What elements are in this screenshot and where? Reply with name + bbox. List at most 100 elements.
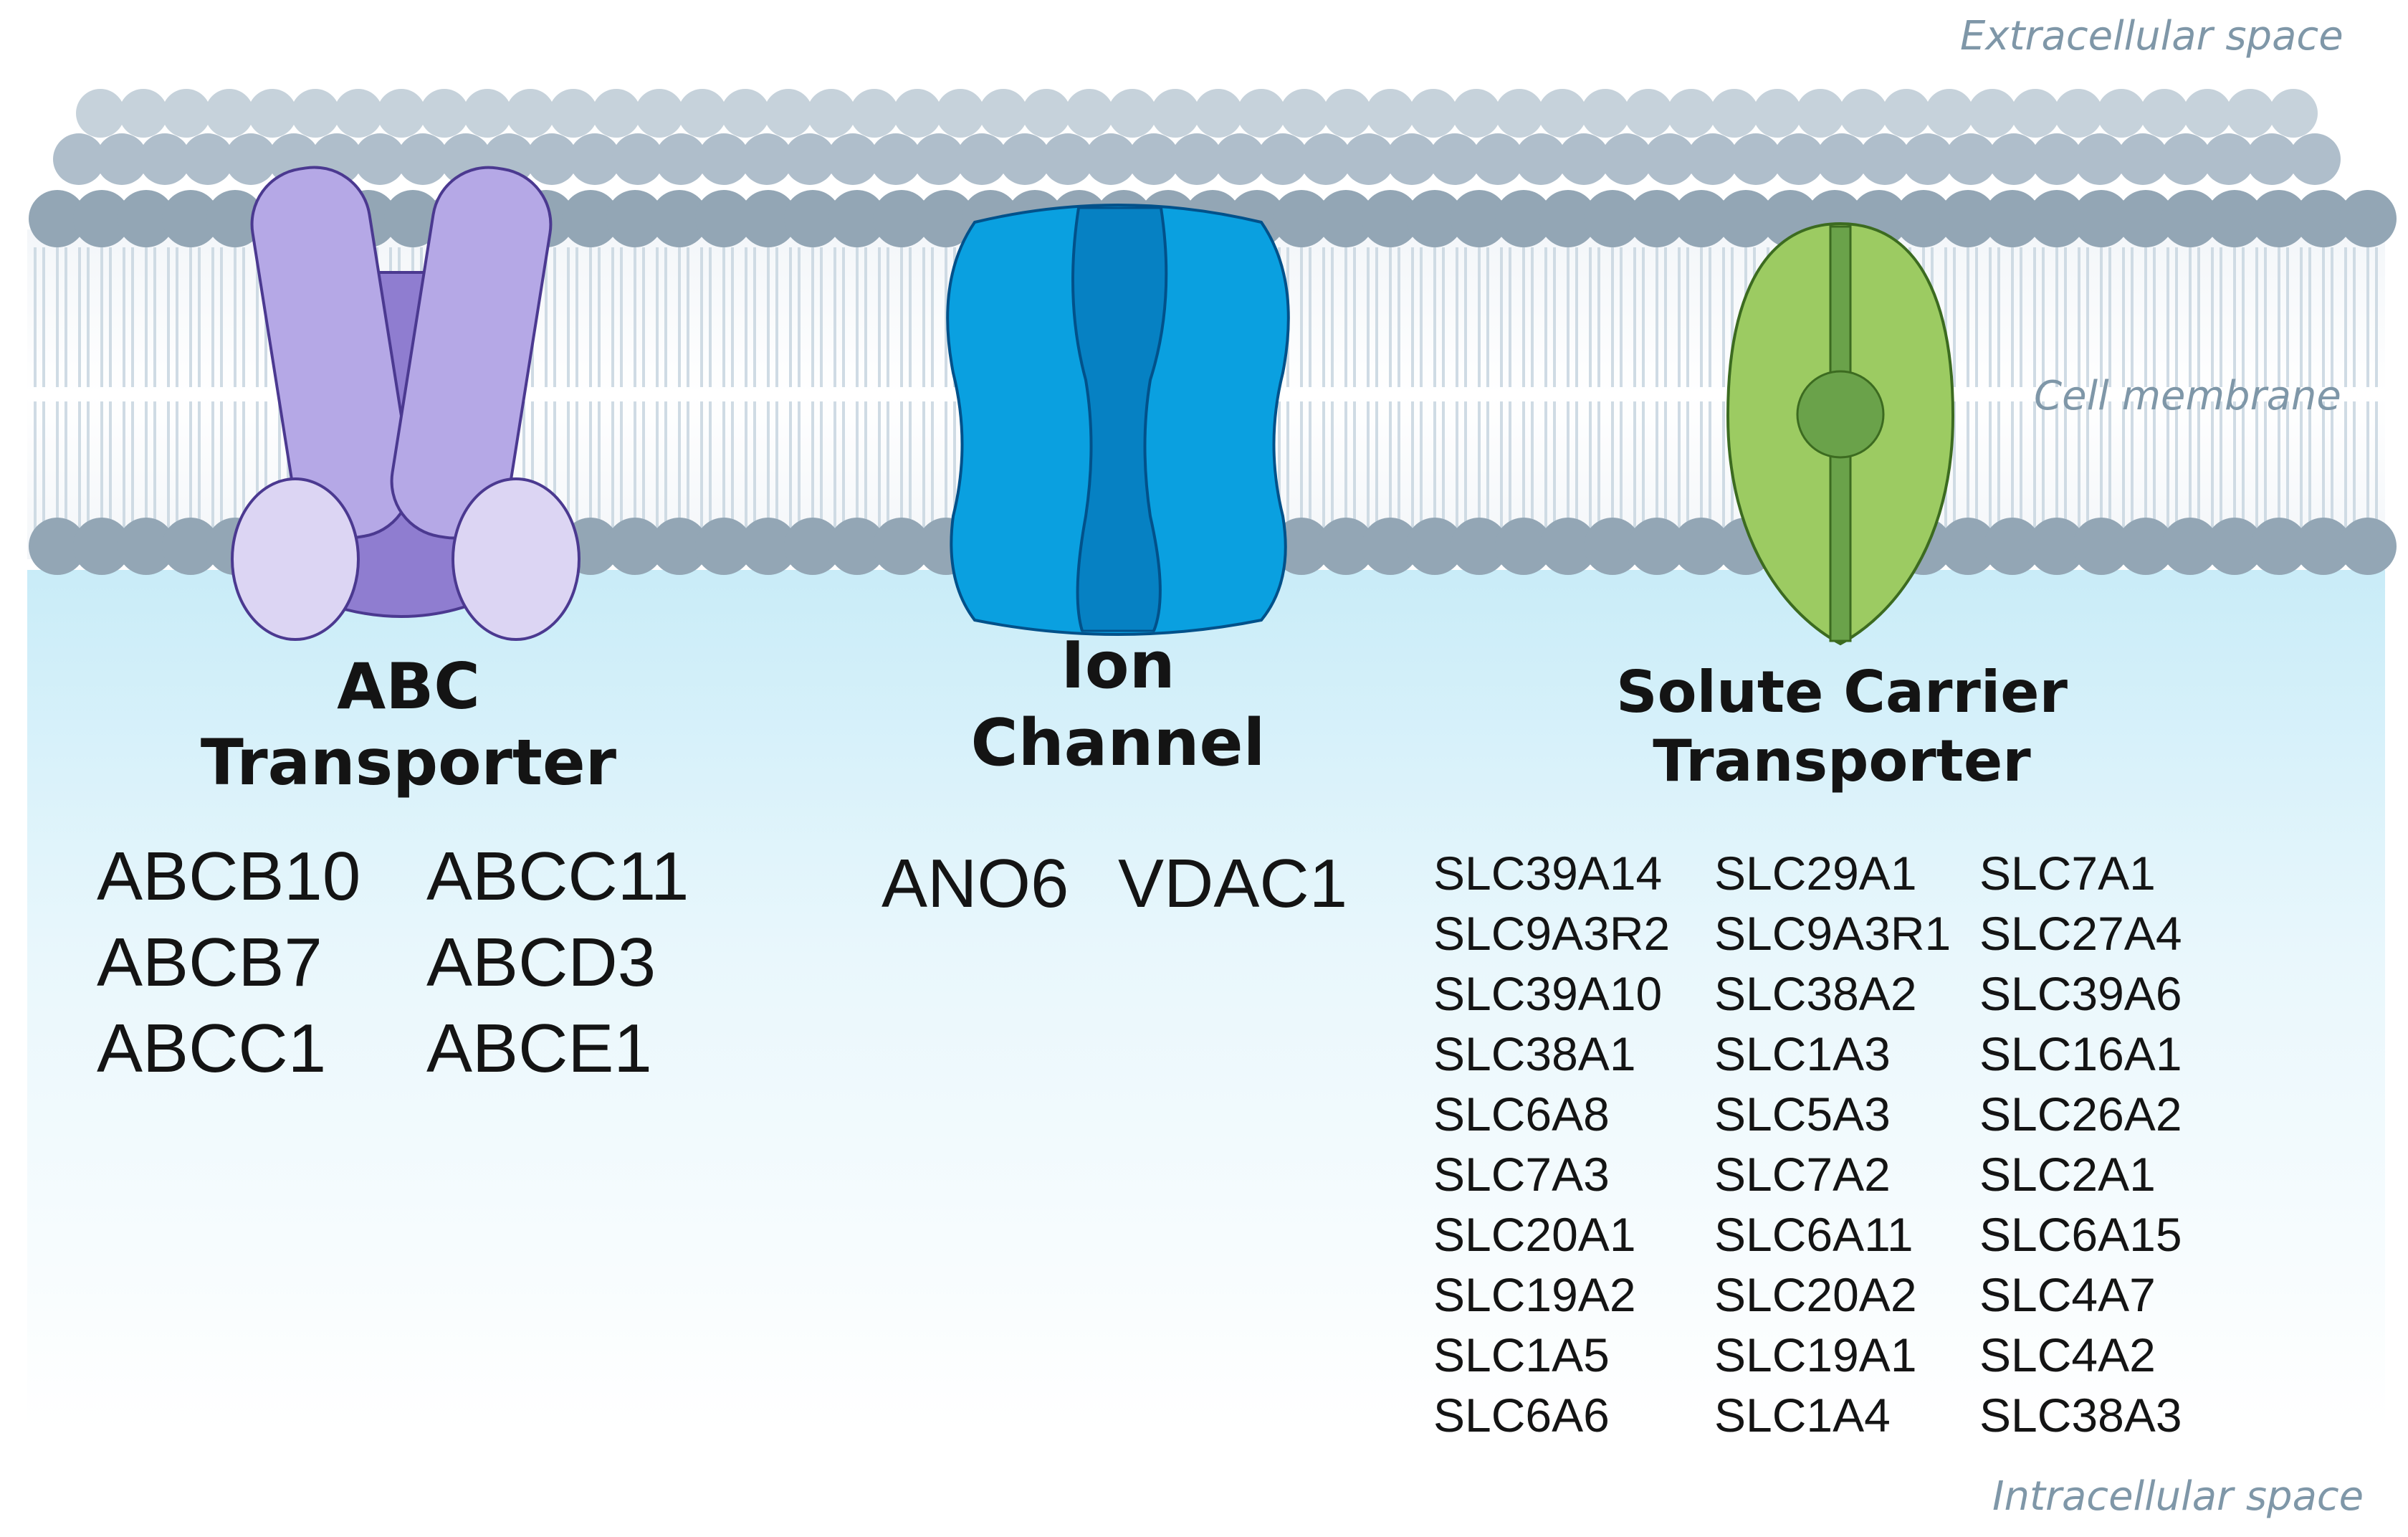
lipid-tail bbox=[922, 247, 934, 387]
slc-gene: SLC20A2 bbox=[1714, 1268, 1917, 1321]
lipid-tail bbox=[2233, 401, 2245, 534]
slc-gene: SLC38A3 bbox=[1979, 1389, 2182, 1442]
lipid-head bbox=[695, 190, 752, 247]
lipid-head bbox=[1409, 89, 1458, 138]
lipid-head bbox=[73, 190, 130, 247]
lipid-head bbox=[2250, 190, 2308, 247]
lipid-tail bbox=[56, 247, 67, 387]
lipid-head bbox=[1984, 518, 2041, 575]
lipid-head bbox=[784, 518, 841, 575]
lipid-tail bbox=[2211, 401, 2222, 534]
lipid-tail bbox=[678, 247, 689, 387]
lipid-head bbox=[506, 89, 555, 138]
lipid-tail bbox=[833, 247, 845, 387]
lipid-head bbox=[377, 89, 426, 138]
lipid-tail bbox=[856, 247, 867, 387]
lipid-tail bbox=[1989, 247, 2000, 387]
slc-gene: SLC29A1 bbox=[1714, 847, 1917, 900]
ion-title-line2: Channel bbox=[970, 705, 1266, 781]
lipid-tail bbox=[1678, 401, 1689, 534]
lipid-head bbox=[2339, 518, 2397, 575]
lipid-head bbox=[784, 190, 841, 247]
lipid-tail bbox=[211, 247, 223, 387]
lipid-tail bbox=[1656, 401, 1667, 534]
lipid-tail bbox=[123, 401, 134, 534]
slc-gene: SLC4A2 bbox=[1979, 1328, 2156, 1381]
slc-binding-site bbox=[1796, 370, 1885, 459]
lipid-tail bbox=[1567, 401, 1578, 534]
lipid-head bbox=[807, 89, 856, 138]
lipid-head bbox=[1628, 518, 1686, 575]
slc-gene: SLC38A2 bbox=[1714, 967, 1917, 1020]
lipid-tail bbox=[1478, 247, 1489, 387]
lipid-head bbox=[936, 89, 985, 138]
lipid-head bbox=[1667, 89, 1716, 138]
lipid-head bbox=[1925, 89, 1974, 138]
lipid-head bbox=[2011, 89, 2060, 138]
slc-gene: SLC39A10 bbox=[1433, 967, 1663, 1020]
lipid-head bbox=[1753, 89, 1802, 138]
lipid-head bbox=[463, 89, 512, 138]
lipid-head bbox=[248, 89, 297, 138]
slc-gene: SLC5A3 bbox=[1714, 1088, 1891, 1141]
lipid-tail bbox=[211, 401, 223, 534]
lipid-head bbox=[1151, 89, 1200, 138]
ion-title: Ion Channel bbox=[896, 627, 1340, 782]
lipid-tail bbox=[1589, 401, 1600, 534]
lipid-head bbox=[1882, 89, 1931, 138]
abc-gene: ABCB10 bbox=[97, 838, 361, 915]
lipid-tail bbox=[1300, 247, 1312, 387]
lipid-head bbox=[1451, 190, 1508, 247]
lipid-head bbox=[1022, 89, 1071, 138]
slc-gene: SLC20A1 bbox=[1433, 1208, 1636, 1261]
lipid-head bbox=[999, 133, 1051, 185]
lipid-tail bbox=[1611, 401, 1623, 534]
lipid-tail bbox=[1411, 247, 1423, 387]
lipid-tail bbox=[1389, 247, 1400, 387]
lipid-head bbox=[1839, 89, 1888, 138]
lipid-head bbox=[698, 133, 750, 185]
lipid-tail bbox=[1367, 401, 1378, 534]
lipid-tail bbox=[656, 401, 667, 534]
lipid-head bbox=[606, 190, 664, 247]
ion-channel-icon bbox=[946, 204, 1290, 636]
abc-subunit-left bbox=[250, 166, 413, 540]
lipid-head bbox=[956, 133, 1008, 185]
lipid-head bbox=[1687, 133, 1739, 185]
lipid-tail bbox=[2166, 401, 2178, 534]
lipid-head bbox=[397, 133, 449, 185]
abc-nbd-left bbox=[231, 477, 360, 641]
lipid-tail bbox=[2211, 247, 2222, 387]
lipid-head bbox=[1539, 518, 1597, 575]
lipid-head bbox=[225, 133, 277, 185]
lipid-head bbox=[1515, 133, 1567, 185]
lipid-tail bbox=[1678, 247, 1689, 387]
lipid-head bbox=[2161, 190, 2219, 247]
lipid-head bbox=[873, 518, 930, 575]
lipid-head bbox=[1538, 89, 1587, 138]
lipid-head bbox=[1362, 190, 1419, 247]
lipid-tail bbox=[100, 401, 112, 534]
lipid-head bbox=[119, 89, 168, 138]
lipid-head bbox=[2339, 190, 2397, 247]
slc-gene: SLC1A5 bbox=[1433, 1328, 1610, 1381]
lipid-tail bbox=[1433, 401, 1445, 534]
lipid-head bbox=[1796, 89, 1845, 138]
lipid-tail bbox=[900, 401, 912, 534]
lipid-head bbox=[1362, 518, 1419, 575]
lipid-head bbox=[1300, 133, 1352, 185]
lipid-head bbox=[1386, 133, 1438, 185]
lipid-tail bbox=[78, 401, 90, 534]
lipid-head bbox=[2246, 133, 2298, 185]
lipid-head bbox=[740, 190, 797, 247]
lipid-head bbox=[1495, 190, 1552, 247]
lipid-tail bbox=[611, 401, 623, 534]
slc-title-line1: Solute Carrier bbox=[1615, 659, 2068, 725]
lipid-head bbox=[612, 133, 664, 185]
lipid-tail bbox=[189, 247, 201, 387]
abc-title: ABC Transporter bbox=[194, 649, 624, 800]
lipid-tail bbox=[1344, 247, 1356, 387]
lipid-head bbox=[2028, 518, 2086, 575]
lipid-head bbox=[1624, 89, 1673, 138]
